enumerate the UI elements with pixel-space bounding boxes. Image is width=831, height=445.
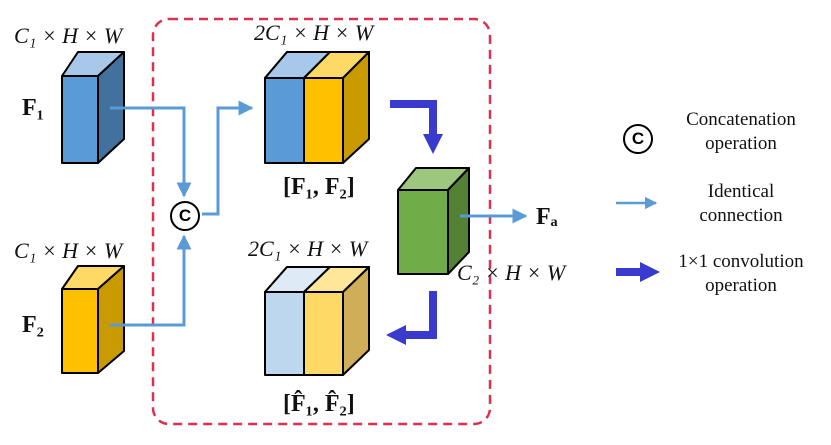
concat-dim-label: 2C₁ × H × W [254,20,374,45]
recalibrated-feature-cube [264,266,370,376]
concat-pair-label: [F₁, F₂] [283,174,355,200]
concat-to-cube-arrow [202,100,254,216]
legend-conv-text: 1×1 convolution operation [666,250,816,298]
fused-dim-label: C₂ × H × W [457,260,566,285]
f2-label: F₂ [22,312,44,338]
output-label: Fₐ [536,204,558,230]
conv-arrow-top [390,100,437,136]
f2-dim-label: C₁ × H × W [14,238,123,263]
legend-thick-arrow-head [640,262,660,282]
legend-concat-line1: Concatenation [686,109,796,130]
f2-feature-cube [61,265,125,374]
concat-symbol-icon: C [170,201,200,231]
recal-dim-label: 2C₁ × H × W [248,236,368,261]
legend-concat-symbol-icon: C [623,124,653,154]
legend-concat-text: Concatenation operation [666,108,816,156]
conv-arrow-top-head [423,134,443,154]
conv-arrow-bottom-head [386,325,406,345]
legend-identical-text: Identical connection [666,180,816,228]
concat-feature-cube [264,51,370,164]
dashed-region-box [151,17,492,426]
legend-conv-line2: operation [705,274,777,296]
f1-to-concat-arrow [110,106,192,198]
f2-to-concat-arrow [110,234,192,327]
legend-identical-line1: Identical [707,181,775,202]
fused-feature-cube [397,167,470,275]
conv-arrow-bottom [405,291,437,339]
legend-identical-line2: connection [699,204,783,226]
legend-conv-line1: 1×1 convolution [678,251,804,272]
legend-concat-line2: operation [705,132,777,154]
f1-label: F₁ [22,95,44,121]
f1-dim-label: C₁ × H × W [14,23,123,48]
recal-pair-label: [F̂₁, F̂₂] [283,391,355,417]
